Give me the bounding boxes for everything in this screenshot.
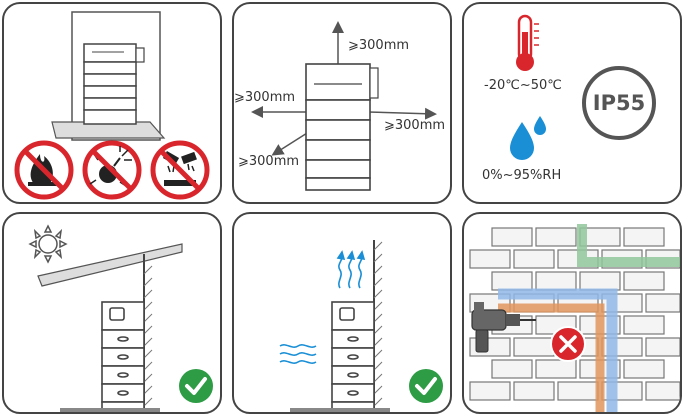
panel-ventilation <box>232 212 452 414</box>
panel-environment: -20℃~50℃ 0%~95%RH IP55 <box>462 2 682 204</box>
orange-pipe <box>498 303 605 412</box>
clearance-front-label: ⩾300mm <box>238 154 300 169</box>
battery-stack <box>83 43 145 125</box>
heat-waves-icon <box>336 250 366 289</box>
check-icon <box>179 369 213 403</box>
arrow-right <box>367 107 437 120</box>
drill-icon <box>471 302 536 353</box>
sun-icon <box>28 224 68 264</box>
battery-stack <box>305 63 379 191</box>
ground <box>290 408 390 412</box>
prohibited-icon <box>550 326 586 362</box>
installation-hazard-illustration <box>14 11 210 200</box>
airflow-icon <box>279 344 317 364</box>
green-pipe <box>577 224 680 267</box>
wall-hatch <box>143 265 153 407</box>
battery-stack <box>101 301 145 412</box>
ip-rating-badge: IP55 <box>582 66 656 140</box>
water-drop-icon <box>510 116 546 160</box>
humidity-range-label: 0%~95%RH <box>482 168 562 183</box>
panel-clearance: ⩾300mm ⩾300mm ⩾300mm ⩾300mm <box>232 2 452 204</box>
wall-hatch <box>373 241 383 407</box>
roof <box>37 243 183 287</box>
ventilation-illustration <box>279 240 443 412</box>
environment-icons <box>510 14 546 160</box>
sun-shelter-illustration <box>28 224 213 412</box>
pipes-drilling-illustration <box>469 224 680 412</box>
temperature-range-label: -20℃~50℃ <box>484 78 562 93</box>
no-corrosive-icon <box>150 140 210 200</box>
clearance-illustration <box>251 21 437 191</box>
blue-pipe <box>498 288 618 412</box>
panel-sun-shelter <box>2 212 222 414</box>
no-flame-icon <box>14 140 74 200</box>
thermometer-icon <box>516 14 539 71</box>
check-icon <box>409 369 443 403</box>
clearance-left-label: ⩾300mm <box>234 90 296 105</box>
ground <box>60 408 160 412</box>
no-explosive-icon <box>82 140 142 200</box>
battery-stack <box>331 301 375 412</box>
clearance-right-label: ⩾300mm <box>384 118 446 133</box>
panel-no-hazards <box>2 2 222 204</box>
panel-no-drilling-pipes <box>462 212 682 414</box>
clearance-top-label: ⩾300mm <box>348 38 410 53</box>
